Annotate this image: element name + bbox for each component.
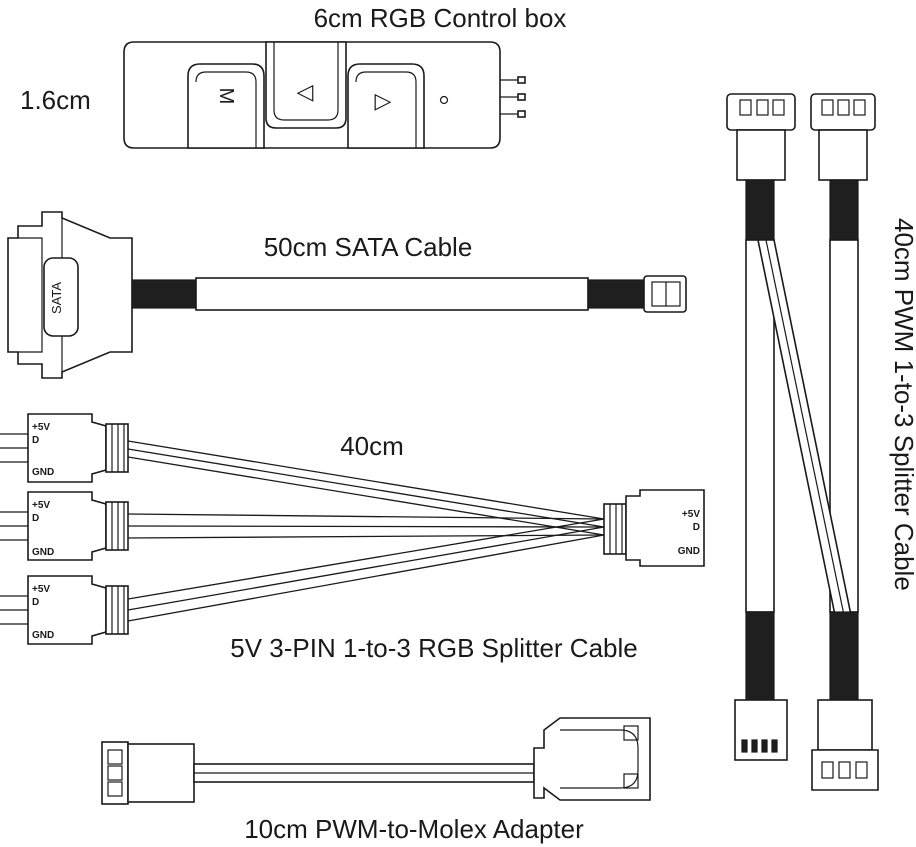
mode-button-label: M (215, 88, 237, 105)
pin-d-label: D (32, 513, 39, 524)
right-arrow-button: ▷ (347, 63, 425, 149)
right-arrow-icon: ▷ (375, 88, 392, 113)
pin-d-label: D (32, 597, 39, 608)
pin-5v-label: +5V (32, 422, 50, 433)
left-arrow-button: ◁ (265, 41, 347, 129)
rgb-connector-1: +5V D GND (0, 413, 129, 483)
control-box-title: 6cm RGB Control box (314, 3, 567, 33)
rgb-splitter-cable: 40cm 5V 3-PIN 1-to-3 RGB Splitter Cable … (0, 413, 705, 663)
pin-5v-label: +5V (32, 500, 50, 511)
pin-gnd-label: GND (32, 547, 54, 558)
control-box-pins (500, 76, 526, 118)
rgb-splitter-length: 40cm (340, 431, 404, 461)
pin-d-label: D (693, 522, 700, 533)
control-box-height-label: 1.6cm (20, 85, 91, 115)
sata-connector-text: SATA (49, 282, 64, 314)
pwm-connector-bottom-right (811, 611, 879, 791)
mode-button: M (187, 63, 265, 149)
pin-d-label: D (32, 435, 39, 446)
pin-5v-label: +5V (682, 509, 700, 520)
rgb-female-connector: +5V D GND (603, 489, 705, 567)
pwm-to-molex-adapter: 10cm PWM-to-Molex Adapter (101, 717, 651, 844)
pwm-splitter-label: 40cm PWM 1-to-3 Splitter Cable (889, 218, 916, 591)
rgb-connector-3: +5V D GND (0, 575, 129, 645)
led-indicator-icon (439, 95, 449, 105)
rgb-connector-2: +5V D GND (0, 491, 129, 561)
pin-gnd-label: GND (32, 467, 54, 478)
pwm-connector-top-right (810, 93, 876, 241)
pwm-connector-bottom-left (734, 611, 788, 761)
pin-gnd-label: GND (678, 546, 700, 557)
pin-5v-label: +5V (32, 584, 50, 595)
pin-gnd-label: GND (32, 630, 54, 641)
pwm-splitter-cable: 40cm PWM 1-to-3 Splitter Cable (726, 93, 916, 791)
sata-cable: 50cm SATA Cable SATA (7, 211, 687, 379)
rgb-splitter-label: 5V 3-PIN 1-to-3 RGB Splitter Cable (230, 633, 638, 663)
rgb-control-box: 6cm RGB Control box 1.6cm M ◁ (20, 3, 567, 149)
molex-adapter-label: 10cm PWM-to-Molex Adapter (244, 814, 584, 844)
sata-cable-label: 50cm SATA Cable (264, 232, 473, 262)
pwm-connector-top-left (726, 93, 796, 241)
left-arrow-icon: ◁ (297, 79, 314, 104)
